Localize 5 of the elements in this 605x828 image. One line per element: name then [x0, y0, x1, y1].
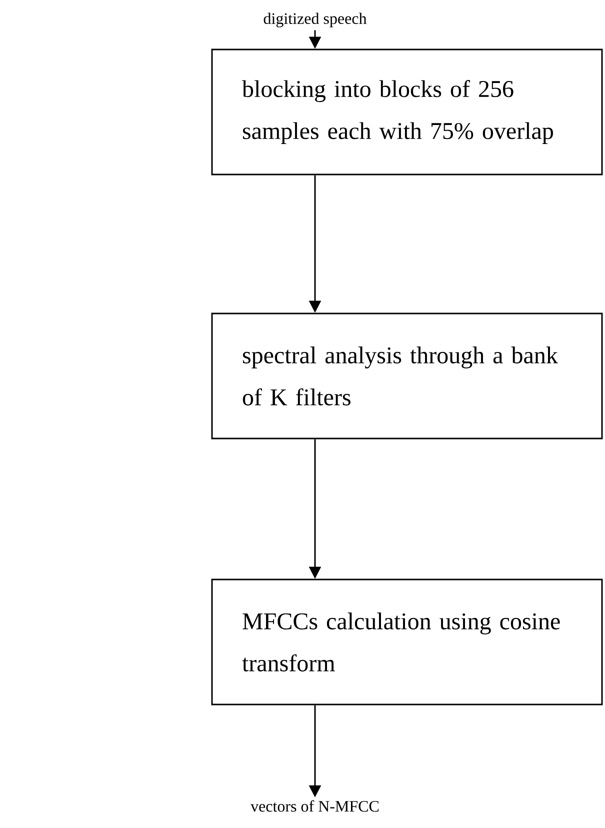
label-text: vectors of N-MFCC [250, 800, 379, 812]
process-box: MFCCs calculation using cosine transform [211, 578, 603, 706]
process-box: spectral analysis through a bank of K filters [211, 312, 603, 440]
label-text: digitized speech [264, 12, 367, 28]
process-box: blocking into blocks of 256 samples each with 75% overlap [211, 48, 603, 176]
